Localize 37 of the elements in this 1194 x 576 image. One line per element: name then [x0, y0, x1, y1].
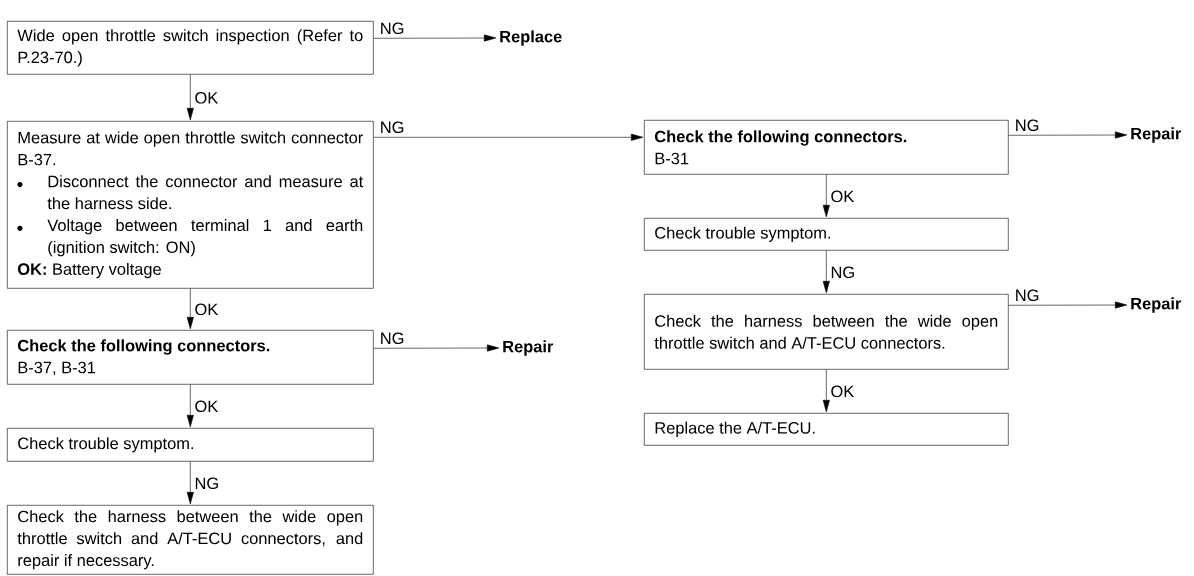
process-box: Check trouble symptom. — [7, 428, 374, 462]
arrow — [186, 288, 194, 330]
process-box: Replace the A/T-ECU. — [644, 413, 1009, 446]
process-box: Check trouble symptom. — [644, 218, 1009, 251]
arrow — [373, 34, 497, 42]
action-label: Repair — [1131, 127, 1182, 143]
process-box: Wide open throttle switch inspection (Refer to P.23-70.) — [7, 21, 374, 75]
arrow — [373, 344, 500, 352]
edge-label: NG — [829, 265, 857, 280]
edge-label: OK — [193, 302, 220, 317]
process-box: Check the harness between the wide open throttle switch and A/T-ECU connectors, and repair if necessary. — [7, 505, 374, 575]
arrow — [186, 384, 194, 428]
edge-label: OK — [193, 399, 220, 414]
arrow — [186, 74, 194, 121]
edge-label: NG — [378, 21, 406, 36]
edge-label: NG — [193, 476, 221, 491]
edge-label: NG — [1013, 118, 1041, 133]
edge-label: NG — [378, 331, 406, 346]
arrow — [186, 461, 194, 505]
arrow — [373, 133, 644, 141]
arrow — [822, 174, 830, 218]
action-label: Repair — [503, 340, 554, 356]
action-label: Replace — [500, 30, 562, 46]
arrow — [1008, 301, 1128, 309]
edge-label: NG — [1013, 288, 1041, 303]
process-box: Check the following connectors. B-31 — [644, 120, 1009, 175]
action-label: Repair — [1131, 297, 1182, 313]
process-box: Check the harness between the wide open throttle switch and A/T-ECU connectors. — [644, 294, 1009, 370]
edge-label: NG — [378, 120, 406, 135]
arrow — [822, 250, 830, 294]
arrow — [822, 369, 830, 413]
process-box: Measure at wide open throttle switch connector B-37. Disconnect the connector and measure at the harness side. Voltage between terminal 1 and earth (ignition switch: ON) OK: Battery voltage — [7, 121, 374, 289]
edge-label: OK — [829, 384, 856, 399]
edge-label: OK — [829, 189, 856, 204]
arrow — [1008, 131, 1128, 139]
edge-label: OK — [193, 91, 220, 105]
process-box: Check the following connectors. B-37, B-31 — [7, 330, 374, 385]
